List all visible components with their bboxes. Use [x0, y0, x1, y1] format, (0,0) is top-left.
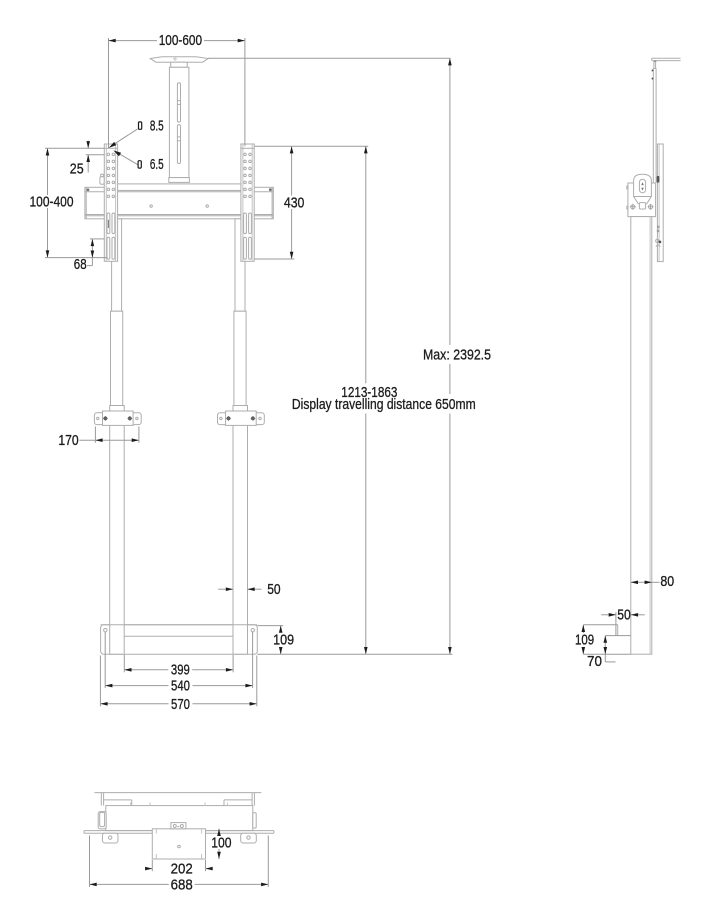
svg-text:8.5: 8.5 — [150, 117, 164, 134]
svg-text:100-600: 100-600 — [159, 32, 202, 49]
svg-text:570: 570 — [171, 696, 190, 713]
svg-text:100: 100 — [211, 834, 231, 851]
svg-text:68: 68 — [74, 256, 87, 273]
svg-text:688: 688 — [171, 877, 193, 894]
svg-text:109: 109 — [273, 632, 294, 649]
svg-text:Display travelling distance 65: Display travelling distance 650mm — [292, 396, 476, 413]
svg-text:70: 70 — [587, 653, 602, 670]
svg-text:80: 80 — [660, 573, 674, 590]
svg-text:1213-1863: 1213-1863 — [341, 384, 397, 401]
svg-text:Max: 2392.5: Max: 2392.5 — [423, 347, 491, 364]
svg-text:50: 50 — [617, 607, 631, 624]
svg-text:109: 109 — [575, 632, 594, 649]
svg-text:25: 25 — [70, 160, 84, 177]
svg-text:540: 540 — [171, 678, 190, 695]
svg-text:170: 170 — [58, 432, 78, 449]
svg-text:399: 399 — [171, 661, 190, 678]
svg-text:202: 202 — [171, 860, 193, 877]
svg-text:50: 50 — [267, 581, 280, 598]
svg-text:100-400: 100-400 — [30, 194, 74, 211]
svg-text:6.5: 6.5 — [150, 156, 164, 173]
svg-text:430: 430 — [284, 194, 305, 211]
